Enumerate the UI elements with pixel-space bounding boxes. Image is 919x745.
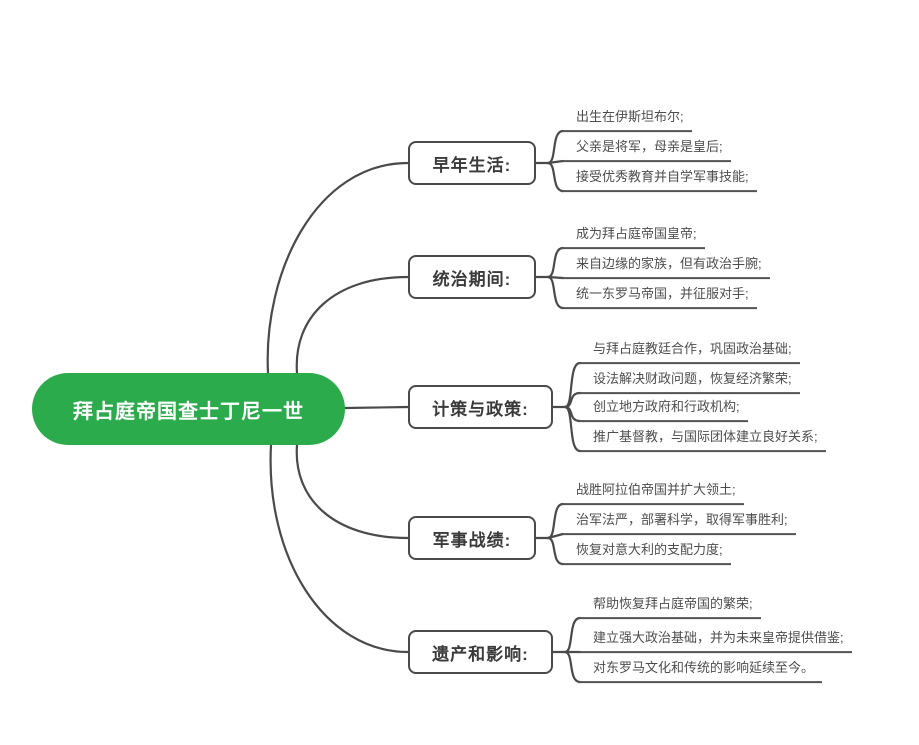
connector-path [563, 405, 582, 453]
branch-label: 统治期间: [432, 269, 512, 289]
leaf-item[interactable]: 推广基督教，与国际团体建立良好关系; [578, 429, 826, 452]
leaf-item[interactable]: 统一东罗马帝国，并征服对手; [561, 286, 757, 309]
leaf-item[interactable]: 创立地方政府和行政机构; [578, 399, 748, 422]
branch-node-5[interactable]: 遗产和影响: [408, 630, 553, 674]
connector-path [269, 443, 410, 654]
connector-path [266, 161, 410, 375]
leaf-item[interactable]: 成为拜占庭帝国皇帝; [561, 226, 705, 249]
leaf-item[interactable]: 来自边缘的家族，但有政治手腕; [561, 256, 770, 279]
leaf-item[interactable]: 父亲是将军，母亲是皇后; [561, 139, 731, 162]
connector-path [546, 536, 565, 566]
leaf-item[interactable]: 设法解决财政问题，恢复经济繁荣; [578, 371, 800, 394]
root-node-label: 拜占庭帝国查士丁尼一世 [73, 400, 304, 423]
leaf-item[interactable]: 恢复对意大利的支配力度; [561, 542, 731, 565]
branch-node-4[interactable]: 军事战绩: [408, 516, 536, 560]
branch-node-2[interactable]: 统治期间: [408, 255, 536, 299]
leaf-item[interactable]: 帮助恢复拜占庭帝国的繁荣; [578, 596, 761, 619]
branch-label: 军事战绩: [432, 530, 512, 550]
branch-label: 早年生活: [432, 155, 512, 175]
branch-node-3[interactable]: 计策与政策: [408, 385, 553, 429]
root-node[interactable]: 拜占庭帝国查士丁尼一世 [32, 373, 345, 445]
leaf-item[interactable]: 战胜阿拉伯帝国并扩大领土; [561, 482, 744, 505]
connector-path [546, 161, 565, 193]
connector-path [295, 443, 410, 540]
leaf-item[interactable]: 接受优秀教育并自学军事技能; [561, 169, 757, 192]
branch-label: 计策与政策: [432, 399, 529, 419]
connector-path [343, 405, 410, 410]
connector-path [563, 650, 582, 684]
leaf-item[interactable]: 建立强大政治基础，并为未来皇帝提供借鉴; [578, 630, 852, 653]
connector-path [295, 275, 410, 375]
branch-label: 遗产和影响: [432, 644, 529, 664]
leaf-item[interactable]: 出生在伊斯坦布尔; [561, 109, 692, 132]
leaf-item[interactable]: 与拜占庭教廷合作，巩固政治基础; [578, 341, 800, 364]
branch-node-1[interactable]: 早年生活: [408, 141, 536, 185]
connector-path [546, 532, 565, 540]
leaf-item[interactable]: 治军法严，部署科学，取得军事胜利; [561, 512, 796, 535]
connector-path [546, 275, 565, 310]
leaf-item[interactable]: 对东罗马文化和传统的影响延续至今。 [578, 660, 823, 683]
